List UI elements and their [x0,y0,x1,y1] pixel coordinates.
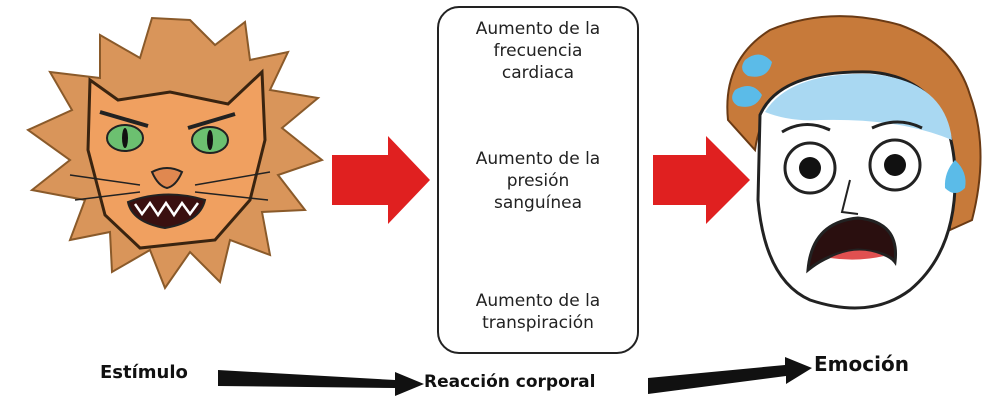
lion-mouth [126,193,207,230]
lion-left-brow [99,110,149,128]
body-reaction-box [437,6,639,354]
face-left-brow [781,123,831,134]
response-perspiration: Aumento de la transpiración [475,291,601,333]
face-right-brow [871,120,923,130]
face-head [756,70,957,310]
label-stimulus: Estímulo [100,362,188,383]
lion-left-pupil [122,128,128,148]
face-tongue [830,250,884,260]
sweat-drop-3 [944,160,966,193]
black-arrow-1 [218,370,424,396]
lion-whiskers [69,171,271,201]
lion-nose [150,167,184,190]
sweat-drop-1 [742,54,772,77]
face-right-pupil [884,154,906,176]
response-blood-pressure: Aumento de la presión sanguínea [475,149,601,213]
face-left-pupil [799,157,821,179]
response-heart-rate: Aumento de la frecuencia cardiaca [475,19,601,83]
lion-right-brow [187,112,236,130]
red-arrow-left [332,136,430,224]
scared-face-icon [726,15,982,310]
label-emotion: Emoción [814,352,909,376]
face-mouth [806,216,898,274]
sweat-drop-2 [732,86,762,107]
lion-right-pupil [207,130,213,150]
black-arrow-2 [648,357,812,394]
lion-teeth [133,200,200,218]
face-nose [840,179,859,215]
label-body-reaction: Reacción corporal [424,372,596,392]
red-arrow-right [653,136,750,224]
angry-lion-icon [26,16,325,291]
